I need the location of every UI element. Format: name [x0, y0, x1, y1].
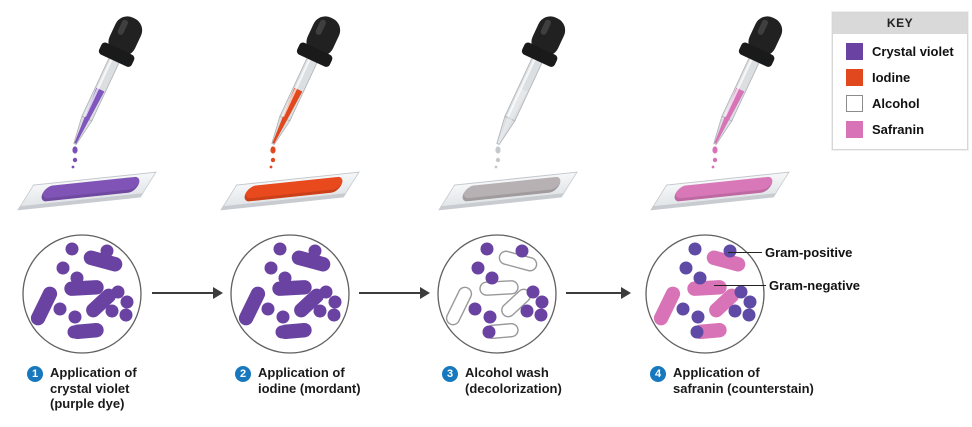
step-column-iodine: 2 Application of iodine (mordant): [208, 0, 426, 427]
annotation-label: Gram-negative: [769, 278, 861, 293]
step-number-badge: 4: [650, 366, 666, 382]
key-item-iodine: Iodine: [846, 69, 961, 86]
step-number-badge: 2: [235, 366, 251, 382]
annotation-label: Gram-positive: [765, 245, 853, 260]
dropper-icon: [481, 9, 573, 169]
step-label: Application of crystal violet (purple dy…: [50, 365, 137, 411]
microscope-slide: [220, 171, 360, 211]
step-label: Alcohol wash (decolorization): [465, 365, 562, 396]
stain-smear: [460, 176, 563, 203]
crystal-violet-swatch: [846, 43, 863, 60]
arrow-icon: [152, 286, 223, 301]
arrow-icon: [359, 286, 430, 301]
step-column-crystal-violet: 1 Application of crystal violet (purple …: [0, 0, 218, 427]
key-body: Crystal violet Iodine Alcohol Safranin: [833, 34, 967, 149]
stain-smear: [39, 176, 142, 203]
key-item-label: Iodine: [872, 70, 911, 85]
step-number-badge: 3: [442, 366, 458, 382]
step-caption: 2 Application of iodine (mordant): [235, 365, 361, 396]
key-item-label: Safranin: [872, 122, 925, 137]
annotation-gram-positive: Gram-positive: [728, 246, 852, 259]
leader-line: [728, 251, 762, 254]
arrow-icon: [566, 286, 631, 301]
step-caption: 4 Application of safranin (counterstain): [650, 365, 814, 396]
leader-line: [714, 284, 766, 287]
key-item-label: Alcohol: [872, 96, 920, 111]
alcohol-swatch: [846, 95, 863, 112]
annotation-gram-negative: Gram-negative: [714, 279, 860, 292]
key-title: KEY: [833, 13, 967, 34]
dropper-icon: [698, 9, 790, 169]
key-item-crystal-violet: Crystal violet: [846, 43, 961, 60]
microscope-slide: [438, 171, 578, 211]
step-caption: 1 Application of crystal violet (purple …: [27, 365, 137, 412]
magnified-bacteria-view: [22, 234, 142, 354]
stain-smear: [242, 176, 345, 203]
stain-smear: [672, 176, 775, 203]
dropper-icon: [58, 9, 150, 169]
magnified-bacteria-view: [230, 234, 350, 354]
key-item-label: Crystal violet: [872, 44, 954, 59]
step-label: Application of iodine (mordant): [258, 365, 361, 396]
step-column-safranin: 4 Application of safranin (counterstain): [623, 0, 841, 427]
microscope-slide: [650, 171, 790, 211]
key-legend: KEY Crystal violet Iodine Alcohol Safran…: [832, 12, 968, 150]
step-label: Application of safranin (counterstain): [673, 365, 814, 396]
key-item-alcohol: Alcohol: [846, 95, 961, 112]
microscope-slide: [17, 171, 157, 211]
key-item-safranin: Safranin: [846, 121, 961, 138]
magnified-bacteria-view: [437, 234, 557, 354]
step-caption: 3 Alcohol wash (decolorization): [442, 365, 562, 396]
dropper-icon: [256, 9, 348, 169]
safranin-swatch: [846, 121, 863, 138]
iodine-swatch: [846, 69, 863, 86]
step-number-badge: 1: [27, 366, 43, 382]
step-column-alcohol: 3 Alcohol wash (decolorization): [415, 0, 633, 427]
magnified-bacteria-view: [645, 234, 765, 354]
